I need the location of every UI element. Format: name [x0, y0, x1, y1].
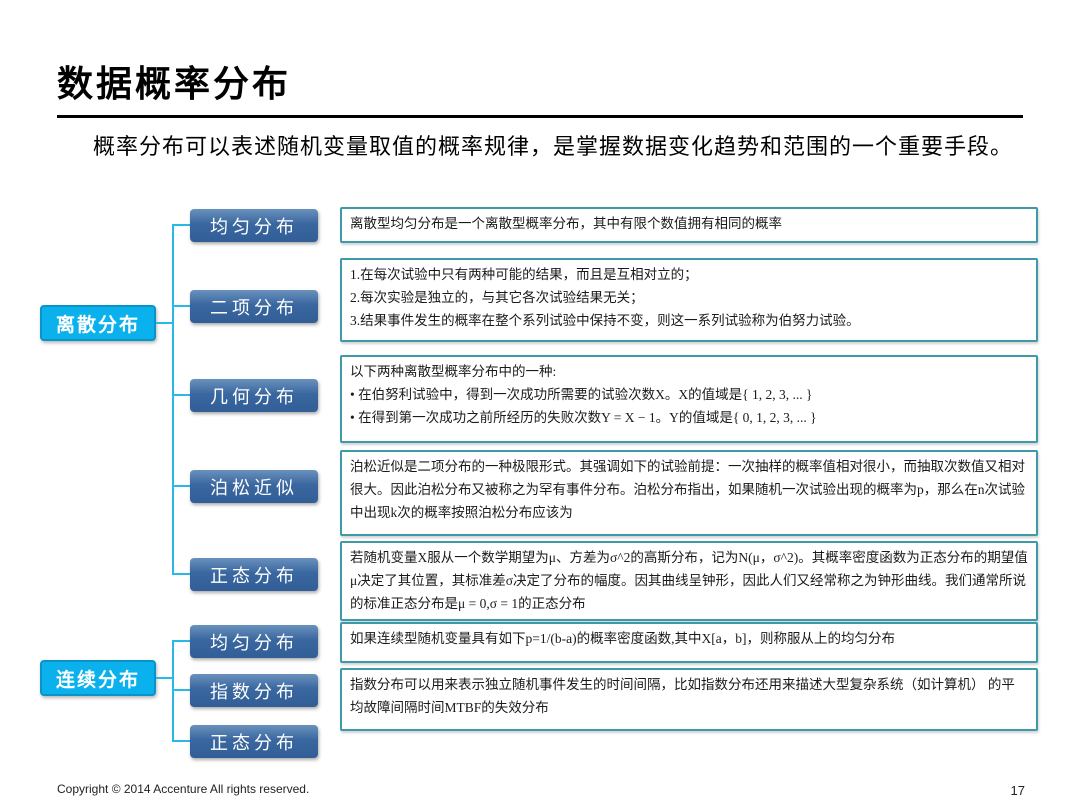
connector-line	[156, 322, 172, 324]
node-binomial-distribution: 二项分布	[190, 290, 318, 323]
page-number: 17	[1010, 783, 1025, 798]
connector-line	[172, 224, 174, 575]
desc-uniform-distribution-discrete: 离散型均匀分布是一个离散型概率分布，其中有限个数值拥有相同的概率	[340, 207, 1038, 243]
desc-exponential-distribution: 指数分布可以用来表示独立随机事件发生的时间间隔，比如指数分布还用来描述大型复杂系…	[340, 668, 1038, 731]
connector-line	[172, 573, 190, 575]
node-exponential-distribution: 指数分布	[190, 674, 318, 707]
connector-line	[172, 689, 190, 691]
node-geometric-distribution: 几何分布	[190, 379, 318, 412]
desc-geometric-distribution: 以下两种离散型概率分布中的一种: • 在伯努利试验中，得到一次成功所需要的试验次…	[340, 355, 1038, 443]
connector-line	[172, 305, 190, 307]
footer-copyright: Copyright © 2014 Accenture All rights re…	[57, 782, 310, 796]
node-uniform-distribution-continuous: 均匀分布	[190, 625, 318, 658]
group-box-discrete-distribution: 离散分布	[40, 305, 156, 341]
connector-line	[172, 224, 190, 226]
connector-line	[172, 640, 174, 742]
node-normal-distribution-discrete: 正态分布	[190, 558, 318, 591]
page-title: 数据概率分布	[57, 55, 1023, 118]
node-normal-distribution-continuous: 正态分布	[190, 725, 318, 758]
desc-normal-distribution-discrete: 若随机变量X服从一个数学期望为μ、方差为σ^2的高斯分布，记为N(μ，σ^2)。…	[340, 541, 1038, 621]
desc-binomial-distribution: 1.在每次试验中只有两种可能的结果，而且是互相对立的； 2.每次实验是独立的，与…	[340, 258, 1038, 342]
connector-line	[172, 485, 190, 487]
node-poisson-approximation: 泊松近似	[190, 470, 318, 503]
connector-line	[172, 640, 190, 642]
intro-text: 概率分布可以表述随机变量取值的概率规律，是掌握数据变化趋势和范围的一个重要手段。	[93, 134, 1014, 159]
desc-poisson-approximation: 泊松近似是二项分布的一种极限形式。其强调如下的试验前提：一次抽样的概率值相对很小…	[340, 450, 1038, 536]
group-box-continuous-distribution: 连续分布	[40, 660, 156, 696]
connector-line	[172, 740, 190, 742]
connector-line	[156, 677, 172, 679]
desc-uniform-distribution-continuous: 如果连续型随机变量具有如下p=1/(b-a)的概率密度函数,其中X[a，b]，则…	[340, 622, 1038, 663]
connector-line	[172, 394, 190, 396]
node-uniform-distribution-discrete: 均匀分布	[190, 209, 318, 242]
